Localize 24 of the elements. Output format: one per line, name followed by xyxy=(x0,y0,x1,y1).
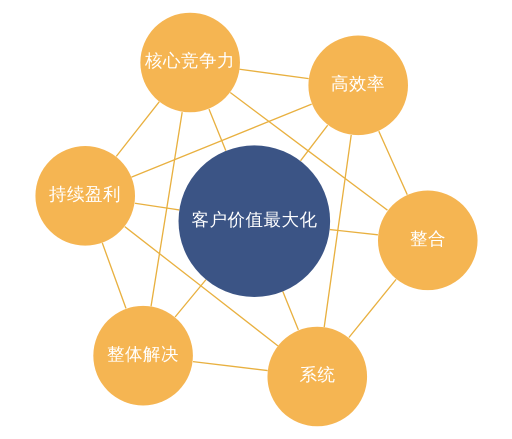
node-circle: 高效率 xyxy=(308,36,408,136)
connector xyxy=(150,112,182,306)
node-circle: 客户价值最大化 xyxy=(178,145,330,297)
connector xyxy=(282,291,298,330)
connector xyxy=(299,124,328,162)
connector xyxy=(208,108,226,151)
node-circle: 核心竞争力 xyxy=(140,12,240,112)
node-circle: 整体解决 xyxy=(92,306,192,406)
connector xyxy=(329,228,378,236)
node-circle: 整合 xyxy=(377,190,478,290)
connector xyxy=(323,134,352,328)
connector xyxy=(229,92,388,211)
connector xyxy=(192,360,268,372)
connector xyxy=(101,242,126,309)
connector xyxy=(115,101,160,157)
connector xyxy=(239,68,308,80)
node-circle: 持续盈利 xyxy=(34,146,135,246)
connector xyxy=(134,202,179,211)
connector xyxy=(378,130,408,195)
connector xyxy=(174,279,206,318)
connector xyxy=(130,104,312,178)
connector xyxy=(124,226,278,346)
node-circle: 系统 xyxy=(266,326,367,426)
connector xyxy=(348,278,396,338)
